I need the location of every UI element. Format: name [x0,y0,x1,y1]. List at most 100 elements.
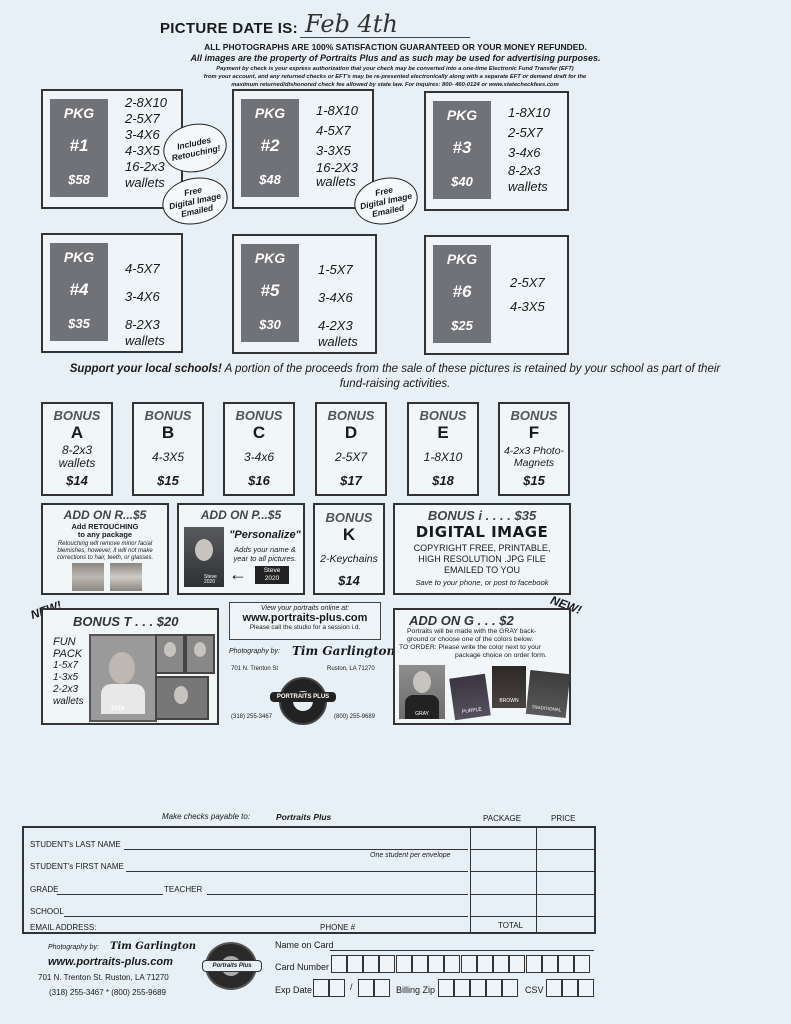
addon-retouching-card: ADD ON R...$5 Add RETOUCHING to any pack… [41,503,169,595]
package-item: 4-5X7 [125,261,160,276]
package-item: 1-5X7 [318,262,353,277]
package-tab: PKG #3 $40 [433,101,491,199]
billing-zip-digit-box[interactable] [486,979,502,997]
order-line-3[interactable] [470,894,596,895]
bonus-card-b: BONUS B 4-3X5 $15 [132,402,204,496]
total-label: TOTAL [498,921,524,930]
package-card-6: PKG #6 $25 2-5X7 4-3X5 [424,235,569,355]
package-card-2: PKG #2 $48 1-8X10 4-5X7 3-3X5 16-2X3 wal… [232,89,374,209]
card-number-digit-box[interactable] [396,955,412,973]
arrow-left-icon: ← [229,564,247,584]
card-number-digit-box[interactable] [558,955,574,973]
billing-zip-digit-box[interactable] [470,979,486,997]
one-student-note: One student per envelope [370,852,451,859]
card-number-digit-box[interactable] [477,955,493,973]
portrait-face [174,686,188,704]
card-number-digit-box[interactable] [363,955,379,973]
package-item: wallets [316,174,356,189]
teacher-field[interactable] [207,894,468,895]
digital-image-note: Save to your phone, or post to facebook [415,578,549,587]
bonus-letter: C [252,423,266,442]
csv-digit-box[interactable] [562,979,578,997]
card-number-digit-box[interactable] [574,955,590,973]
school-label: SCHOOL [30,907,64,916]
grade-field[interactable] [57,894,163,895]
package-item: 16-2x3 [125,159,165,174]
digital-image-desc-line: HIGH RESOLUTION .JPG FILE [418,554,546,564]
billing-zip-digit-box[interactable] [502,979,518,997]
addon-title: ADD ON R...$5 [63,508,147,522]
studio-city: Ruston, LA 71270 [327,666,375,672]
package-tab: PKG #6 $25 [433,245,491,343]
addon-g-desc-line: ground or choose one of the colors below… [407,636,534,643]
exp-month-box-1[interactable] [313,979,329,997]
csv-digit-box[interactable] [578,979,594,997]
package-column-header: PACKAGE [483,814,522,823]
exp-year-box-2[interactable] [374,979,390,997]
support-body: A portion of the proceeds from the sale … [221,363,721,390]
package-tab: PKG #2 $48 [241,99,299,197]
bonus-desc: 4-3X5 [151,449,185,464]
card-number-digit-box[interactable] [461,955,477,973]
website-link[interactable]: www.portraits-plus.com [242,612,368,624]
package-price: $48 [259,172,281,187]
package-number: #4 [69,280,89,299]
traditional-background-sample: TRADITIONAL [525,670,571,718]
portrait-shirt [405,695,439,719]
name-tag-line: Steve [263,567,281,574]
package-tab: PKG #4 $35 [50,243,108,341]
personalize-desc: Adds your name & year to all pictures. [225,545,305,563]
package-item: 2-8X10 [125,95,167,110]
card-number-digit-box[interactable] [493,955,509,973]
color-label: GRAY [415,711,429,717]
package-item: wallets [508,179,548,194]
photography-by-label: Photography by: [229,648,280,655]
bonus-desc-line: Magnets [513,457,555,469]
card-number-digit-box[interactable] [526,955,542,973]
footer-address: 701 N. Trenton St. Ruston, LA 71270 [38,973,169,982]
package-number: #5 [260,281,280,300]
first-name-field[interactable] [126,871,468,872]
exp-year-box-1[interactable] [358,979,374,997]
card-number-digit-box[interactable] [412,955,428,973]
checks-payable-to: Portraits Plus [276,812,332,822]
csv-digit-box[interactable] [546,979,562,997]
card-number-digit-box[interactable] [444,955,460,973]
bonus-desc: 2-Keychains [320,553,378,565]
addon-note-line: blemishes, however, it will not make [57,548,153,554]
bonus-card-k: BONUS K 2-Keychains $14 [313,503,385,595]
package-label: PKG [446,107,478,123]
exp-month-box-2[interactable] [329,979,345,997]
bonus-desc: 3-4x6 [243,449,275,464]
photo-year: 2019 [111,706,125,712]
name-on-card-field[interactable] [330,950,594,951]
card-number-digit-box[interactable] [347,955,363,973]
bonus-letter: F [528,423,540,442]
package-items: 2-5X7 4-3X5 [510,271,545,319]
bonus-desc: 2-5X7 [334,449,368,464]
package-card-3: PKG #3 $40 1-8X10 2-5X7 3-4x6 8-2x3 wall… [424,91,569,211]
fun-pack-photo-small-2 [185,634,215,674]
date-underline [300,37,470,38]
digital-image-headline: DIGITAL IMAGE [415,523,549,541]
card-number-digit-box[interactable] [428,955,444,973]
order-line-2[interactable] [470,871,596,872]
billing-zip-digit-box[interactable] [438,979,454,997]
card-number-digit-box[interactable] [379,955,395,973]
card-number-digit-box[interactable] [509,955,525,973]
footer-website[interactable]: www.portraits-plus.com [48,956,173,968]
order-line-4[interactable] [470,916,596,917]
package-item: 3-4X6 [318,290,353,305]
last-name-field[interactable] [124,849,468,850]
card-number-digit-box[interactable] [542,955,558,973]
order-line-1[interactable] [470,849,596,850]
card-number-digit-box[interactable] [331,955,347,973]
package-item: 4-3X5 [510,299,545,314]
school-field[interactable] [64,916,468,917]
exp-slash: / [350,982,353,992]
addon-personalize-card: ADD ON P...$5 Steve 2020 "Personalize" A… [177,503,305,595]
addon-subtitle-line: to any package [77,530,133,539]
billing-zip-digit-box[interactable] [454,979,470,997]
bonus-price: $15 [157,473,179,488]
